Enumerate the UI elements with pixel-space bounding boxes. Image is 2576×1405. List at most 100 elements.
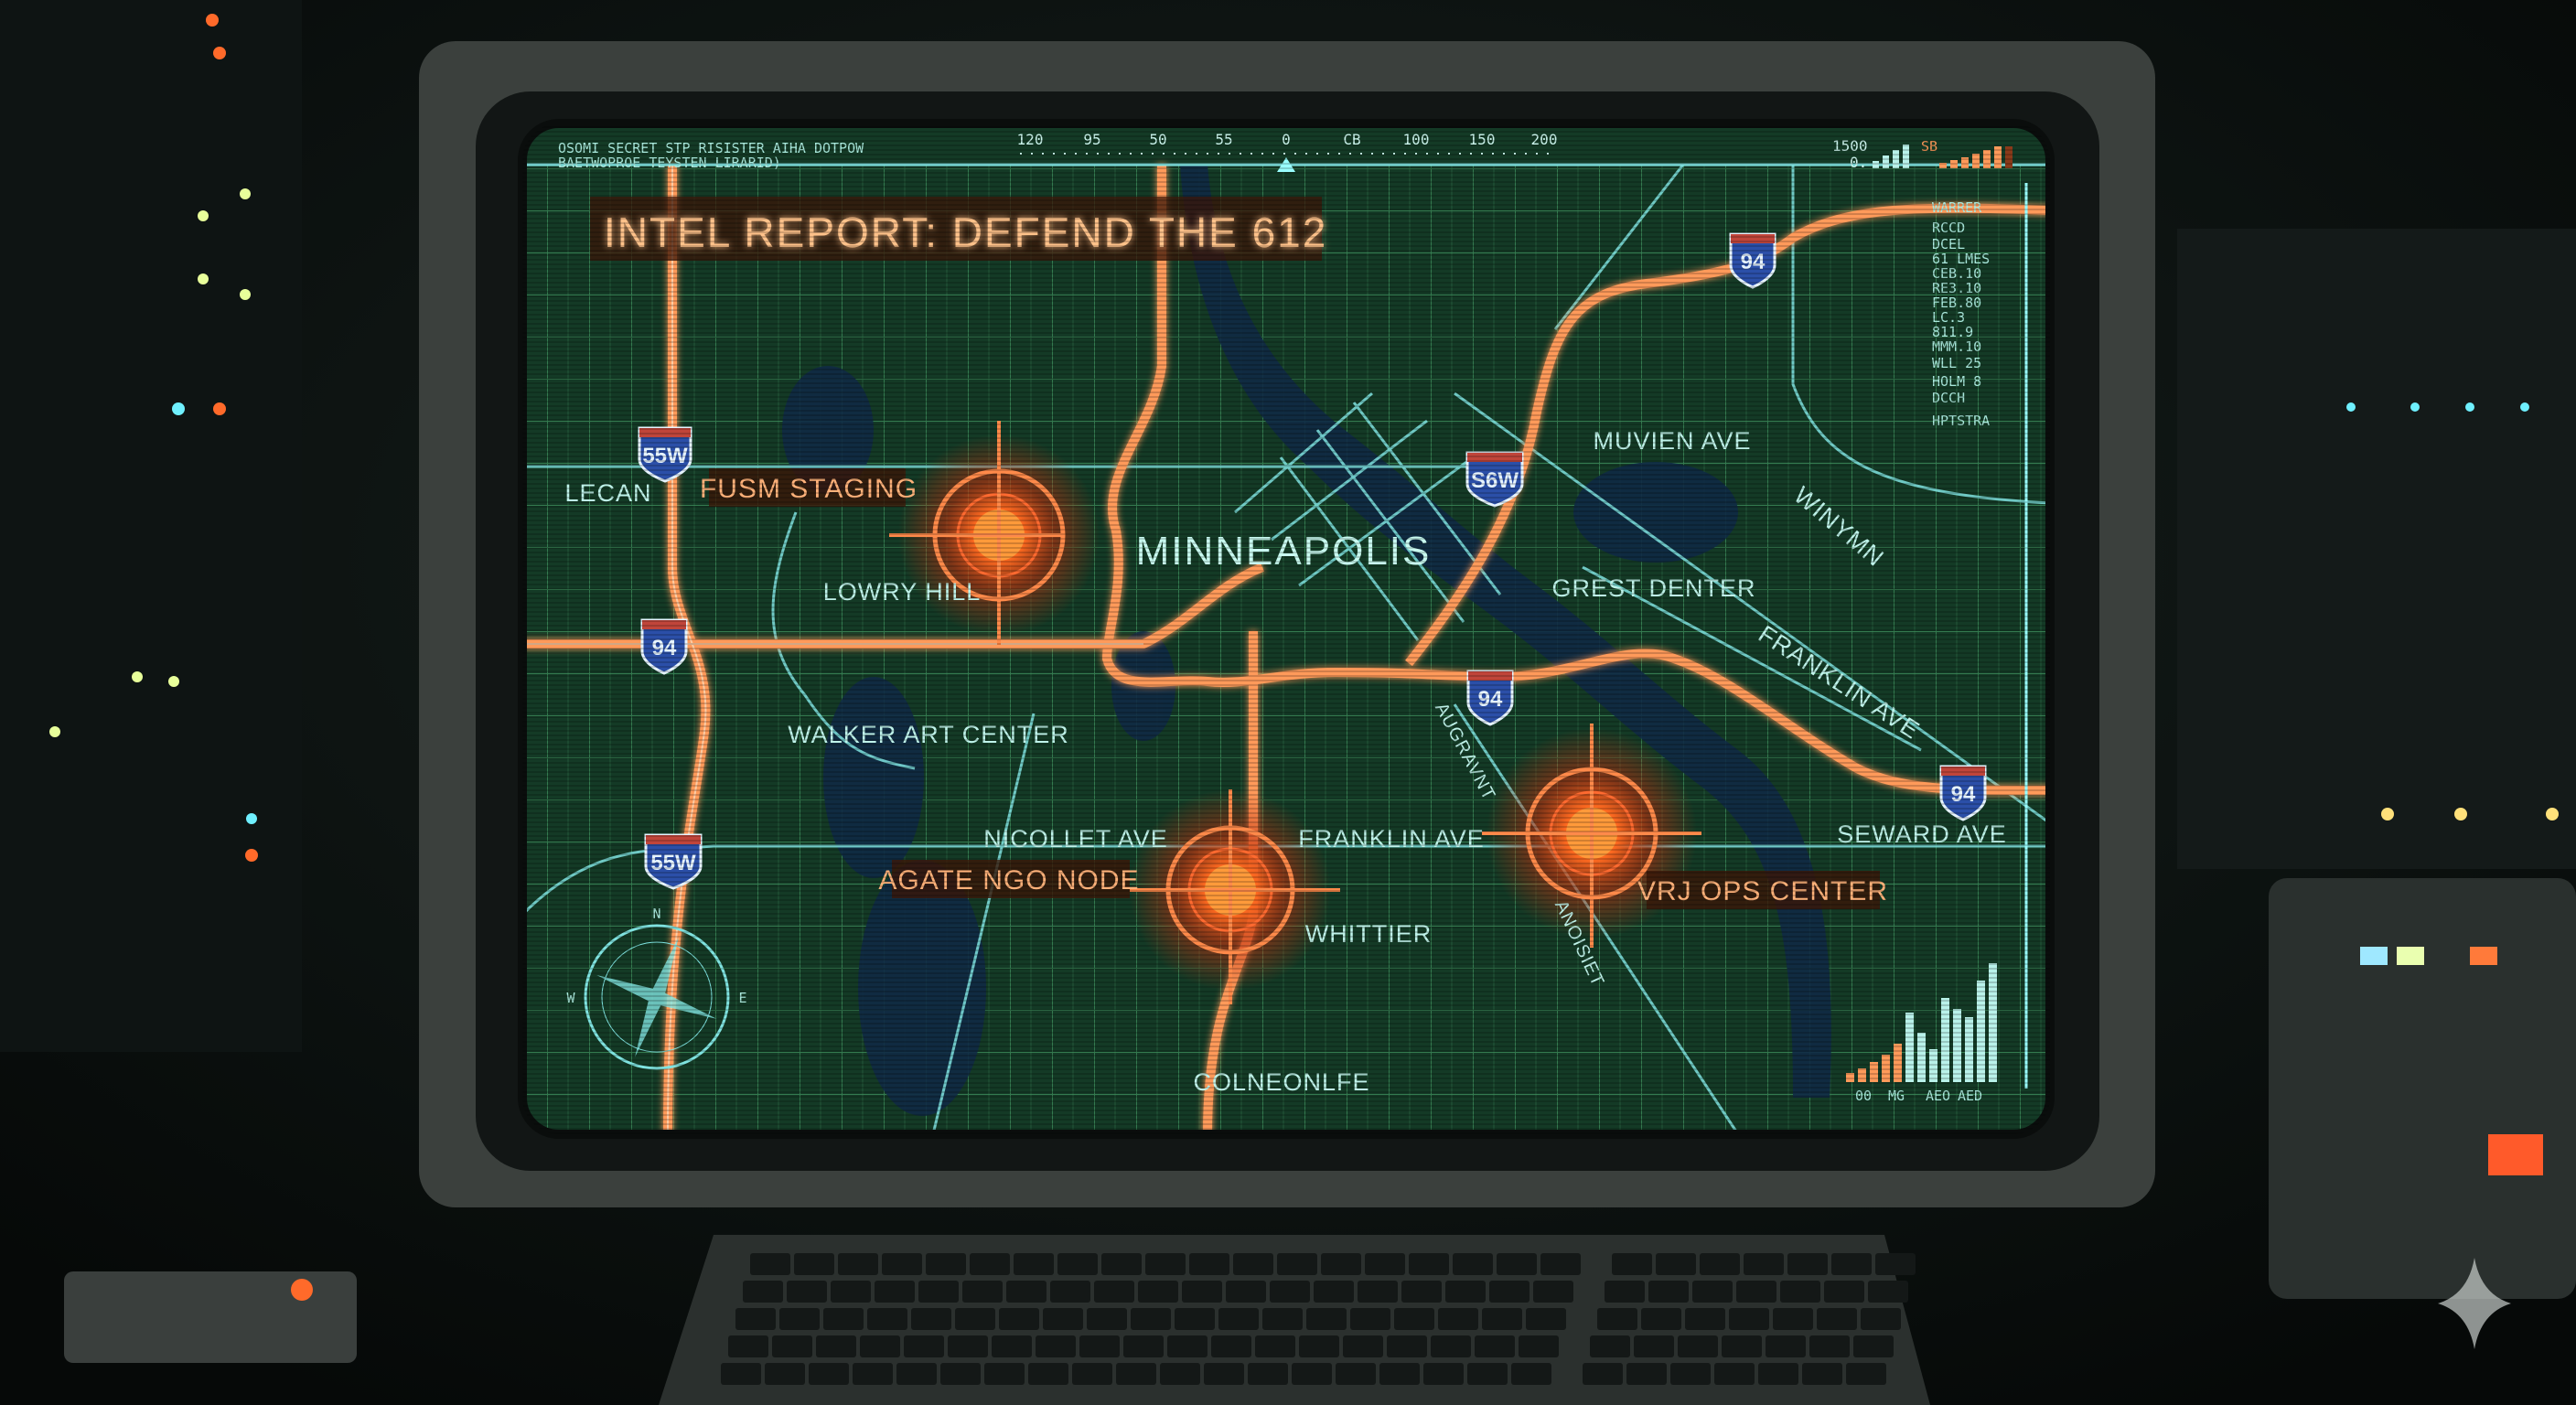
report-title: INTEL REPORT: DEFEND THE 612 [604, 209, 1327, 256]
keyboard-key [1482, 1308, 1522, 1330]
interstate-shield-icon: 94 [1729, 232, 1776, 289]
keyboard-key [1824, 1281, 1864, 1303]
signal-value-bottom: 0. [1850, 154, 1867, 171]
keyboard-key [1475, 1335, 1515, 1357]
keyboard-key [1050, 1281, 1090, 1303]
keyboard [659, 1235, 1930, 1405]
keyboard-key [1634, 1335, 1674, 1357]
side-list-item: RE3.10 [1932, 280, 1981, 296]
keyboard-key [904, 1335, 944, 1357]
target-marker-fusm[interactable] [889, 421, 1100, 645]
svg-text:55W: 55W [642, 444, 688, 468]
keyboard-key [875, 1281, 915, 1303]
keyboard-key [1277, 1253, 1317, 1275]
keyboard-key [1583, 1363, 1623, 1385]
keyboard-key [911, 1308, 951, 1330]
keyboard-key [1057, 1253, 1098, 1275]
side-list-item: MMM.10 [1932, 338, 1981, 355]
water-bodies [782, 165, 1831, 1116]
side-list-item: WLL 25 [1932, 355, 1981, 371]
keyboard-key [1773, 1308, 1813, 1330]
keyboard-key [1262, 1308, 1303, 1330]
bar-chart-bar [1858, 1068, 1866, 1082]
keyboard-key [735, 1308, 776, 1330]
keyboard-key [779, 1308, 820, 1330]
keyboard-key [1401, 1281, 1442, 1303]
keyboard-key [728, 1335, 768, 1357]
keyboard-key [1423, 1363, 1464, 1385]
keyboard-key [1875, 1253, 1916, 1275]
keyboard-key [823, 1308, 864, 1330]
bar-chart-label: AEO [1926, 1088, 1950, 1104]
svg-text:94: 94 [1478, 687, 1503, 712]
keyboard-key [860, 1335, 900, 1357]
svg-text:S6W: S6W [1471, 468, 1519, 493]
keyboard-key [1526, 1308, 1566, 1330]
svg-text:94: 94 [1951, 782, 1976, 807]
keyboard-key [1350, 1308, 1390, 1330]
target-marker-vrj[interactable] [1482, 724, 1701, 948]
keyboard-key [1853, 1335, 1894, 1357]
keyboard-key [809, 1363, 849, 1385]
keyboard-key [1255, 1335, 1295, 1357]
keyboard-key [1379, 1363, 1420, 1385]
interstate-shield-icon: 94 [640, 618, 688, 675]
keyboard-key [962, 1281, 1003, 1303]
keyboard-key [1336, 1363, 1376, 1385]
keyboard-key [772, 1335, 812, 1357]
keyboard-key [1758, 1363, 1798, 1385]
keyboard-key [765, 1363, 805, 1385]
keyboard-key [1590, 1335, 1630, 1357]
keyboard-key [1453, 1253, 1493, 1275]
keyboard-key [1028, 1363, 1068, 1385]
keyboard-key [1700, 1253, 1740, 1275]
keyboard-key [999, 1308, 1039, 1330]
ruler-tick-label: 55 [1215, 131, 1232, 148]
keyboard-key [853, 1363, 893, 1385]
place-label: MUVIEN AVE [1593, 427, 1751, 455]
side-list-item: RCCD [1932, 220, 1965, 236]
keyboard-key [1497, 1253, 1537, 1275]
place-label: WHITTIER [1305, 920, 1432, 948]
bar-chart-labels: 00 MG AEO AED [1855, 1088, 1982, 1104]
keyboard-key [1744, 1253, 1784, 1275]
keyboard-key [1072, 1363, 1112, 1385]
keyboard-key [1204, 1363, 1244, 1385]
keyboard-key [750, 1253, 790, 1275]
server-rack-left [0, 0, 302, 1052]
ruler-tick-label: CB [1343, 131, 1360, 148]
keyboard-key [1612, 1253, 1652, 1275]
keyboard-key [1036, 1335, 1076, 1357]
keyboard-key [1123, 1335, 1164, 1357]
side-list-item: DCCH [1932, 390, 1965, 406]
keyboard-key [743, 1281, 783, 1303]
hud-header: OSOMI SECRET STP RISISTER AIHA DOTPOW BA… [522, 140, 2050, 171]
bar-chart-label: 00 [1855, 1088, 1872, 1104]
keyboard-key [1692, 1281, 1733, 1303]
target-marker-agate[interactable] [1130, 789, 1340, 1004]
keyboard-key [1431, 1335, 1471, 1357]
keyboard-key [1226, 1281, 1266, 1303]
keyboard-key [896, 1363, 937, 1385]
keyboard-key [1270, 1281, 1310, 1303]
interstate-shield-icon: S6W [1465, 451, 1524, 508]
bar-chart-label: MG [1888, 1088, 1905, 1104]
side-list-item: 61 LMES [1932, 251, 1990, 267]
keyboard-key [1292, 1363, 1332, 1385]
side-list-item: DCEL [1932, 236, 1965, 252]
keyboard-key [787, 1281, 827, 1303]
place-label: LOWRY HILL [823, 578, 982, 606]
svg-text:E: E [738, 990, 746, 1006]
highway-shields: 55W 94 S6W 94 94 94 55W [638, 232, 1987, 890]
keyboard-key [1648, 1281, 1689, 1303]
place-label: LECAN [564, 479, 651, 507]
keyboard-key [1314, 1281, 1354, 1303]
bar-chart-bar [1917, 1033, 1926, 1082]
svg-text:94: 94 [652, 636, 677, 660]
bar-chart-bar [1882, 1055, 1890, 1082]
keyboard-key [1006, 1281, 1046, 1303]
keyboard-key [1138, 1281, 1178, 1303]
place-label: GREST DENTER [1551, 574, 1755, 602]
keyboard-key [1101, 1253, 1142, 1275]
bar-chart-bar [1953, 1009, 1961, 1082]
